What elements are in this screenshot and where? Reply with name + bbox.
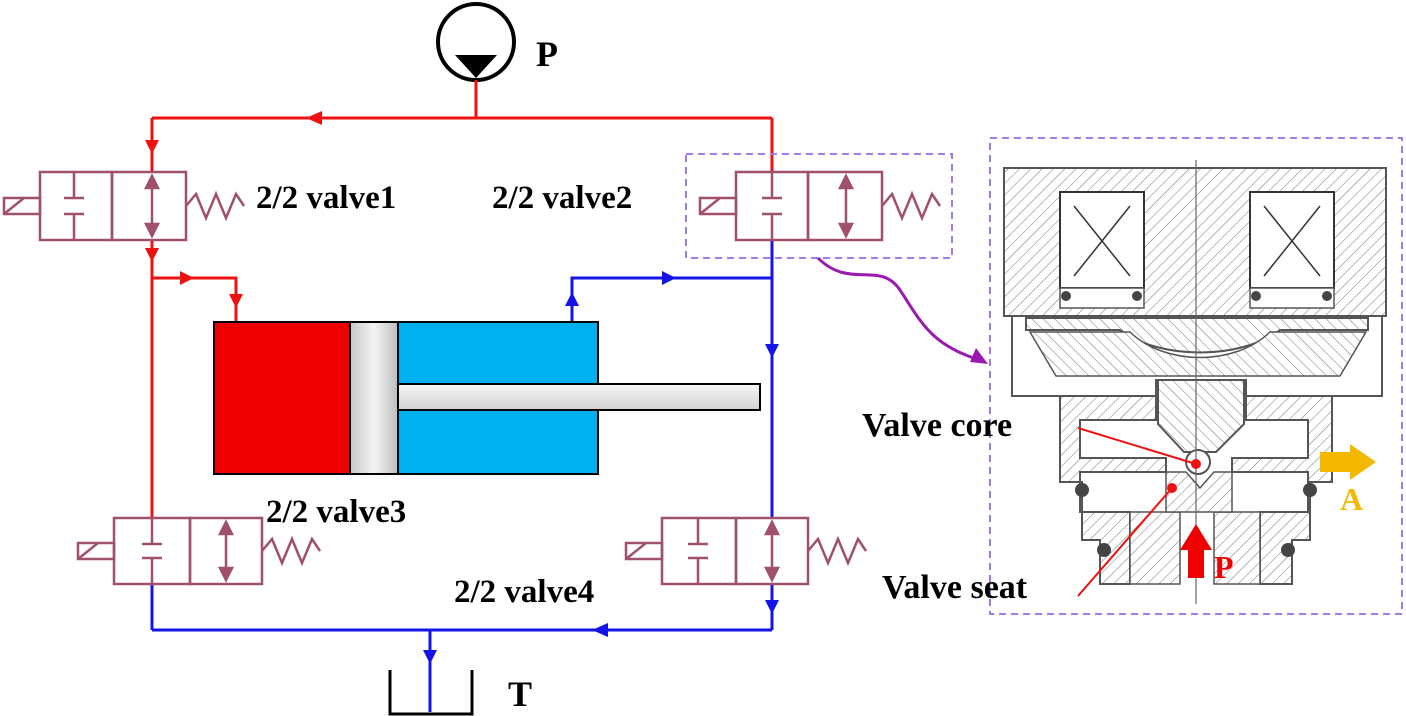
valve-core-leader — [1077, 427, 1197, 465]
valve2-label: 2/2 valve2 — [492, 180, 632, 216]
valve4-label: 2/2 valve4 — [454, 574, 594, 610]
valve-core-label: Valve core — [862, 407, 1012, 444]
valve1-symbol — [2, 170, 246, 242]
pump-symbol — [436, 2, 516, 82]
valve4-symbol — [624, 516, 868, 586]
pump-label: P — [536, 34, 558, 74]
tank-label: T — [508, 674, 532, 714]
valve2-symbol — [698, 170, 942, 242]
detail-leader-curve — [816, 256, 981, 362]
valve-cross-section — [1003, 160, 1387, 604]
valve2-highlight-box — [685, 153, 953, 259]
piston — [349, 321, 399, 475]
valve-seat-leader-dot — [1167, 483, 1177, 493]
return-flow-arrows — [423, 271, 779, 664]
cap-end-chamber — [213, 321, 351, 475]
valve-core-plunger — [1157, 379, 1245, 453]
valve-seat-leader — [1077, 487, 1173, 597]
return-lines — [150, 240, 774, 712]
valve3-label: 2/2 valve3 — [266, 494, 406, 530]
valve-core-leader-dot — [1191, 459, 1201, 469]
detail-leader-arrowhead — [970, 348, 988, 364]
outlet-port-label: A — [1340, 481, 1363, 517]
outlet-flow-arrow — [1320, 444, 1376, 480]
hydraulic-cylinder — [213, 321, 761, 475]
tank-symbol — [388, 670, 474, 716]
pressure-flow-arrows — [145, 111, 322, 308]
valve3-symbol — [76, 516, 322, 586]
inlet-port-label: P — [1214, 549, 1234, 585]
valve1-label: 2/2 valve1 — [256, 180, 396, 216]
valve-seat-label: Valve seat — [882, 569, 1028, 606]
inlet-flow-arrow — [1180, 524, 1212, 578]
piston-rod — [397, 383, 761, 411]
valve2-detail-box — [989, 137, 1403, 615]
